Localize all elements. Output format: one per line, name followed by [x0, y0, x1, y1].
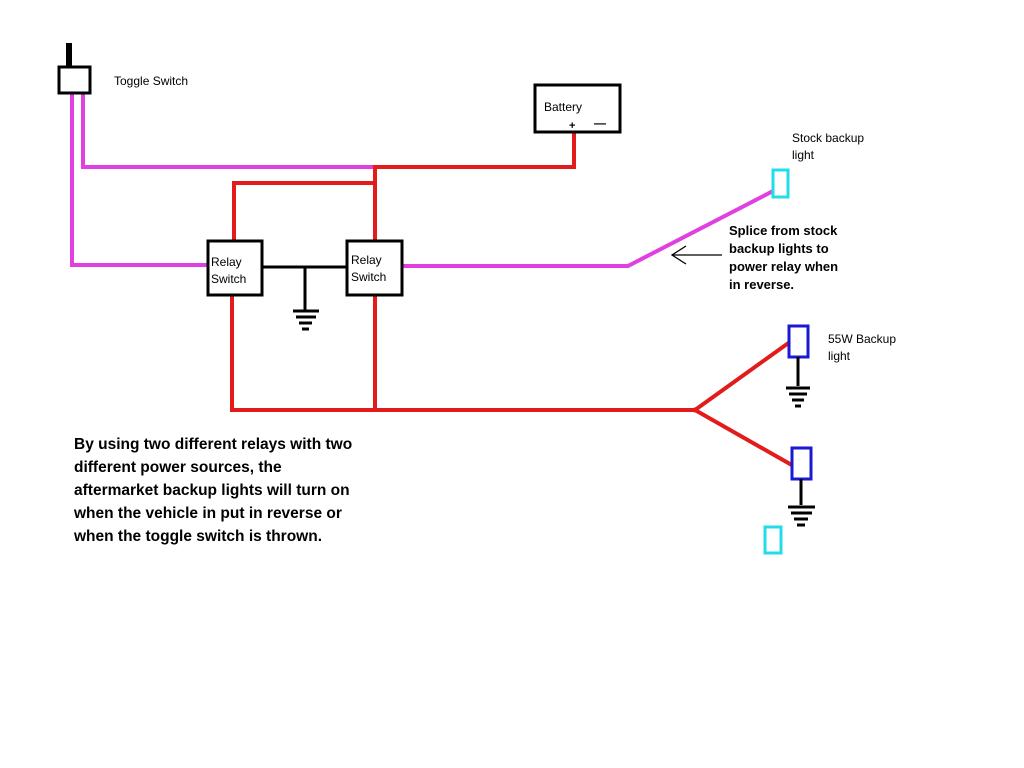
stock-backup-label-2: light [792, 148, 815, 162]
battery-plus-terminal: + [569, 120, 575, 132]
relay-right-label-2: Switch [351, 270, 386, 284]
lower-light-ground [788, 479, 815, 527]
description-paragraph: By using two different relays with two d… [74, 433, 434, 548]
relay-right: Relay Switch [345, 239, 404, 297]
toggle-switch: Toggle Switch [57, 43, 188, 95]
splice-label-2: backup lights to [729, 241, 829, 256]
description-line-1: By using two different relays with two [74, 436, 353, 453]
relay-left-label-2: Switch [211, 272, 246, 286]
stock-backup-light: Stock backup light [771, 131, 864, 199]
arrow-left-icon [670, 245, 722, 265]
battery-minus-terminal: — [594, 116, 606, 130]
battery-label: Battery [544, 100, 582, 114]
relay-left-label-1: Relay [211, 255, 242, 269]
description-line-2: different power sources, the [74, 459, 282, 476]
splice-label-3: power relay when [729, 259, 838, 274]
backup-light-upper: 55W Backup light [786, 324, 896, 408]
toggle-to-junction-wire [81, 92, 377, 169]
junction-to-left-relay-wire [232, 181, 377, 243]
description-line-5: when the toggle switch is thrown. [74, 528, 323, 545]
power-wires [230, 131, 793, 467]
toggle-to-left-relay-wire [70, 92, 210, 267]
stock-backup-label-1: Stock backup [792, 131, 864, 145]
upper-light-ground [786, 357, 810, 408]
relay-left: Relay Switch [206, 239, 264, 297]
description-line-3: aftermarket backup lights will turn on [74, 482, 350, 499]
splice-label-1: Splice from stock [729, 223, 838, 238]
backup-light-lower [788, 446, 815, 527]
toggle-switch-label: Toggle Switch [114, 74, 188, 88]
relay-ground [262, 265, 346, 331]
stock-light-outline [763, 525, 783, 555]
relay-right-label-1: Relay [351, 253, 382, 267]
splice-annotation: Splice from stock backup lights to power… [670, 223, 838, 292]
split-to-lower-backup-light-wire [692, 407, 793, 467]
backup55-label-1: 55W Backup [828, 332, 896, 346]
right-relay-to-stock-light-wire [400, 187, 778, 268]
backup55-label-2: light [828, 349, 851, 363]
splice-label-4: in reverse. [729, 277, 794, 292]
battery: Battery + — [533, 83, 622, 134]
signal-wires [70, 92, 778, 268]
battery-to-junction-wire [373, 131, 576, 169]
description-line-4: when the vehicle in put in reverse or [74, 505, 342, 522]
split-to-upper-backup-light-wire [692, 341, 790, 413]
